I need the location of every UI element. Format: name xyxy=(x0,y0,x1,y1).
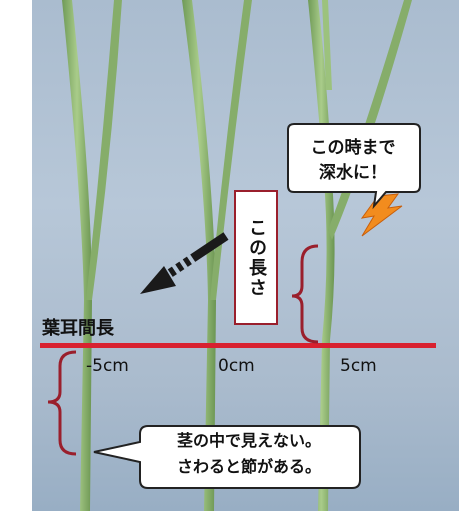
this-length-label: この長さ xyxy=(234,190,278,325)
deep-water-line-1: この時まで xyxy=(310,138,396,158)
deep-water-bubble xyxy=(287,123,421,210)
rice-stems-illustration xyxy=(62,0,412,511)
stem-left xyxy=(62,0,92,511)
hidden-node-bubble xyxy=(93,425,361,489)
stem-center xyxy=(182,0,216,511)
lightning-icon xyxy=(360,193,403,237)
deep-water-callout-text: この時まで 深水に！ xyxy=(290,136,416,188)
hidden-node-line-2: さわると節がある。 xyxy=(176,457,321,476)
this-length-text: この長さ xyxy=(246,217,267,298)
tick-5cm: 5cm xyxy=(340,356,377,376)
ear-interval-label: 葉耳間長 xyxy=(42,318,114,339)
hidden-node-callout-text: 茎の中で見えない。 さわると節がある。 xyxy=(140,428,358,482)
arrow-head xyxy=(140,266,176,294)
hidden-brace xyxy=(47,350,77,456)
tick-minus-5cm: -5cm xyxy=(86,356,129,376)
tick-0cm: 0cm xyxy=(218,356,255,376)
ear-reference-line xyxy=(40,343,436,348)
deep-water-line-2: 深水に！ xyxy=(319,163,387,183)
length-brace xyxy=(291,244,319,344)
hidden-node-line-1: 茎の中で見えない。 xyxy=(176,431,321,450)
arrow xyxy=(157,232,229,284)
